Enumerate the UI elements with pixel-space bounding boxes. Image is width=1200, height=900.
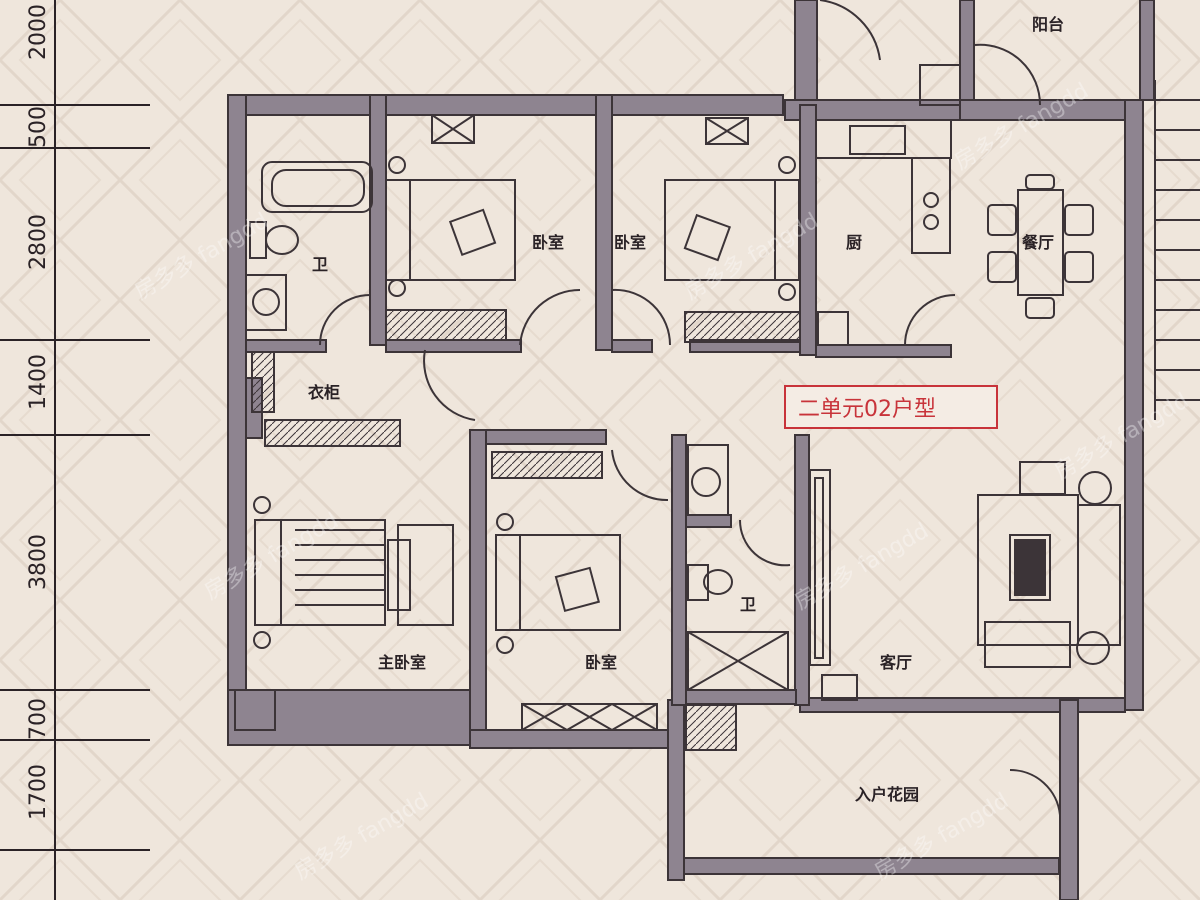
dimension-700: 700 [26,698,51,740]
label-entry-garden: 入户花园 [855,785,919,804]
unit-title-box [784,385,998,429]
kitchen-counter [815,119,952,346]
label-bath-upper: 卫 [312,255,328,274]
dining-table [987,174,1094,319]
door-swings [319,0,1061,816]
label-bedroom-upper-left: 卧室 [532,233,564,252]
label-dining: 餐厅 [1021,233,1054,252]
balcony-fixture [919,64,961,106]
closet-rack-horizontal [264,419,401,447]
dimension-1400: 1400 [26,354,51,410]
master-wardrobe [234,689,276,731]
entry-column [685,704,737,751]
sofa-set [977,461,1121,668]
shoe-cabinet [821,674,858,701]
exterior-walls [227,0,1155,900]
bed-upper-left [385,156,516,297]
label-bedroom-upper-right: 卧室 [614,233,646,252]
sink-upper [245,274,287,331]
label-closet: 衣柜 [308,383,340,402]
wardrobe-upper-right [684,311,801,343]
toilet-upper [249,221,299,259]
staircase [1154,80,1200,420]
dimension-500: 500 [26,106,51,148]
label-bath-lower: 卫 [740,595,756,614]
dimension-2800: 2800 [26,214,51,270]
label-master-bedroom: 主卧室 [378,653,426,672]
bed-lower [495,513,621,654]
lower-bath-fixtures [687,444,789,691]
windows [431,114,749,731]
dimension-2000: 2000 [26,4,51,60]
lower-bedroom-wardrobe [491,451,603,479]
bed-upper-right [664,156,800,301]
dimension-3800: 3800 [26,534,51,590]
closet-rack-vertical [251,351,275,413]
tv-cabinet [809,469,831,666]
unit-title: 二单元02户型 [798,397,936,422]
master-bed [253,496,454,649]
label-living: 客厅 [880,653,912,672]
label-balcony: 阳台 [1032,15,1064,34]
label-kitchen: 厨 [846,233,862,252]
dimension-strip [0,0,150,900]
label-bedroom-lower: 卧室 [585,653,617,672]
wardrobe-upper-left [385,309,507,341]
dimension-1700: 1700 [26,764,51,820]
bathtub [261,161,373,213]
